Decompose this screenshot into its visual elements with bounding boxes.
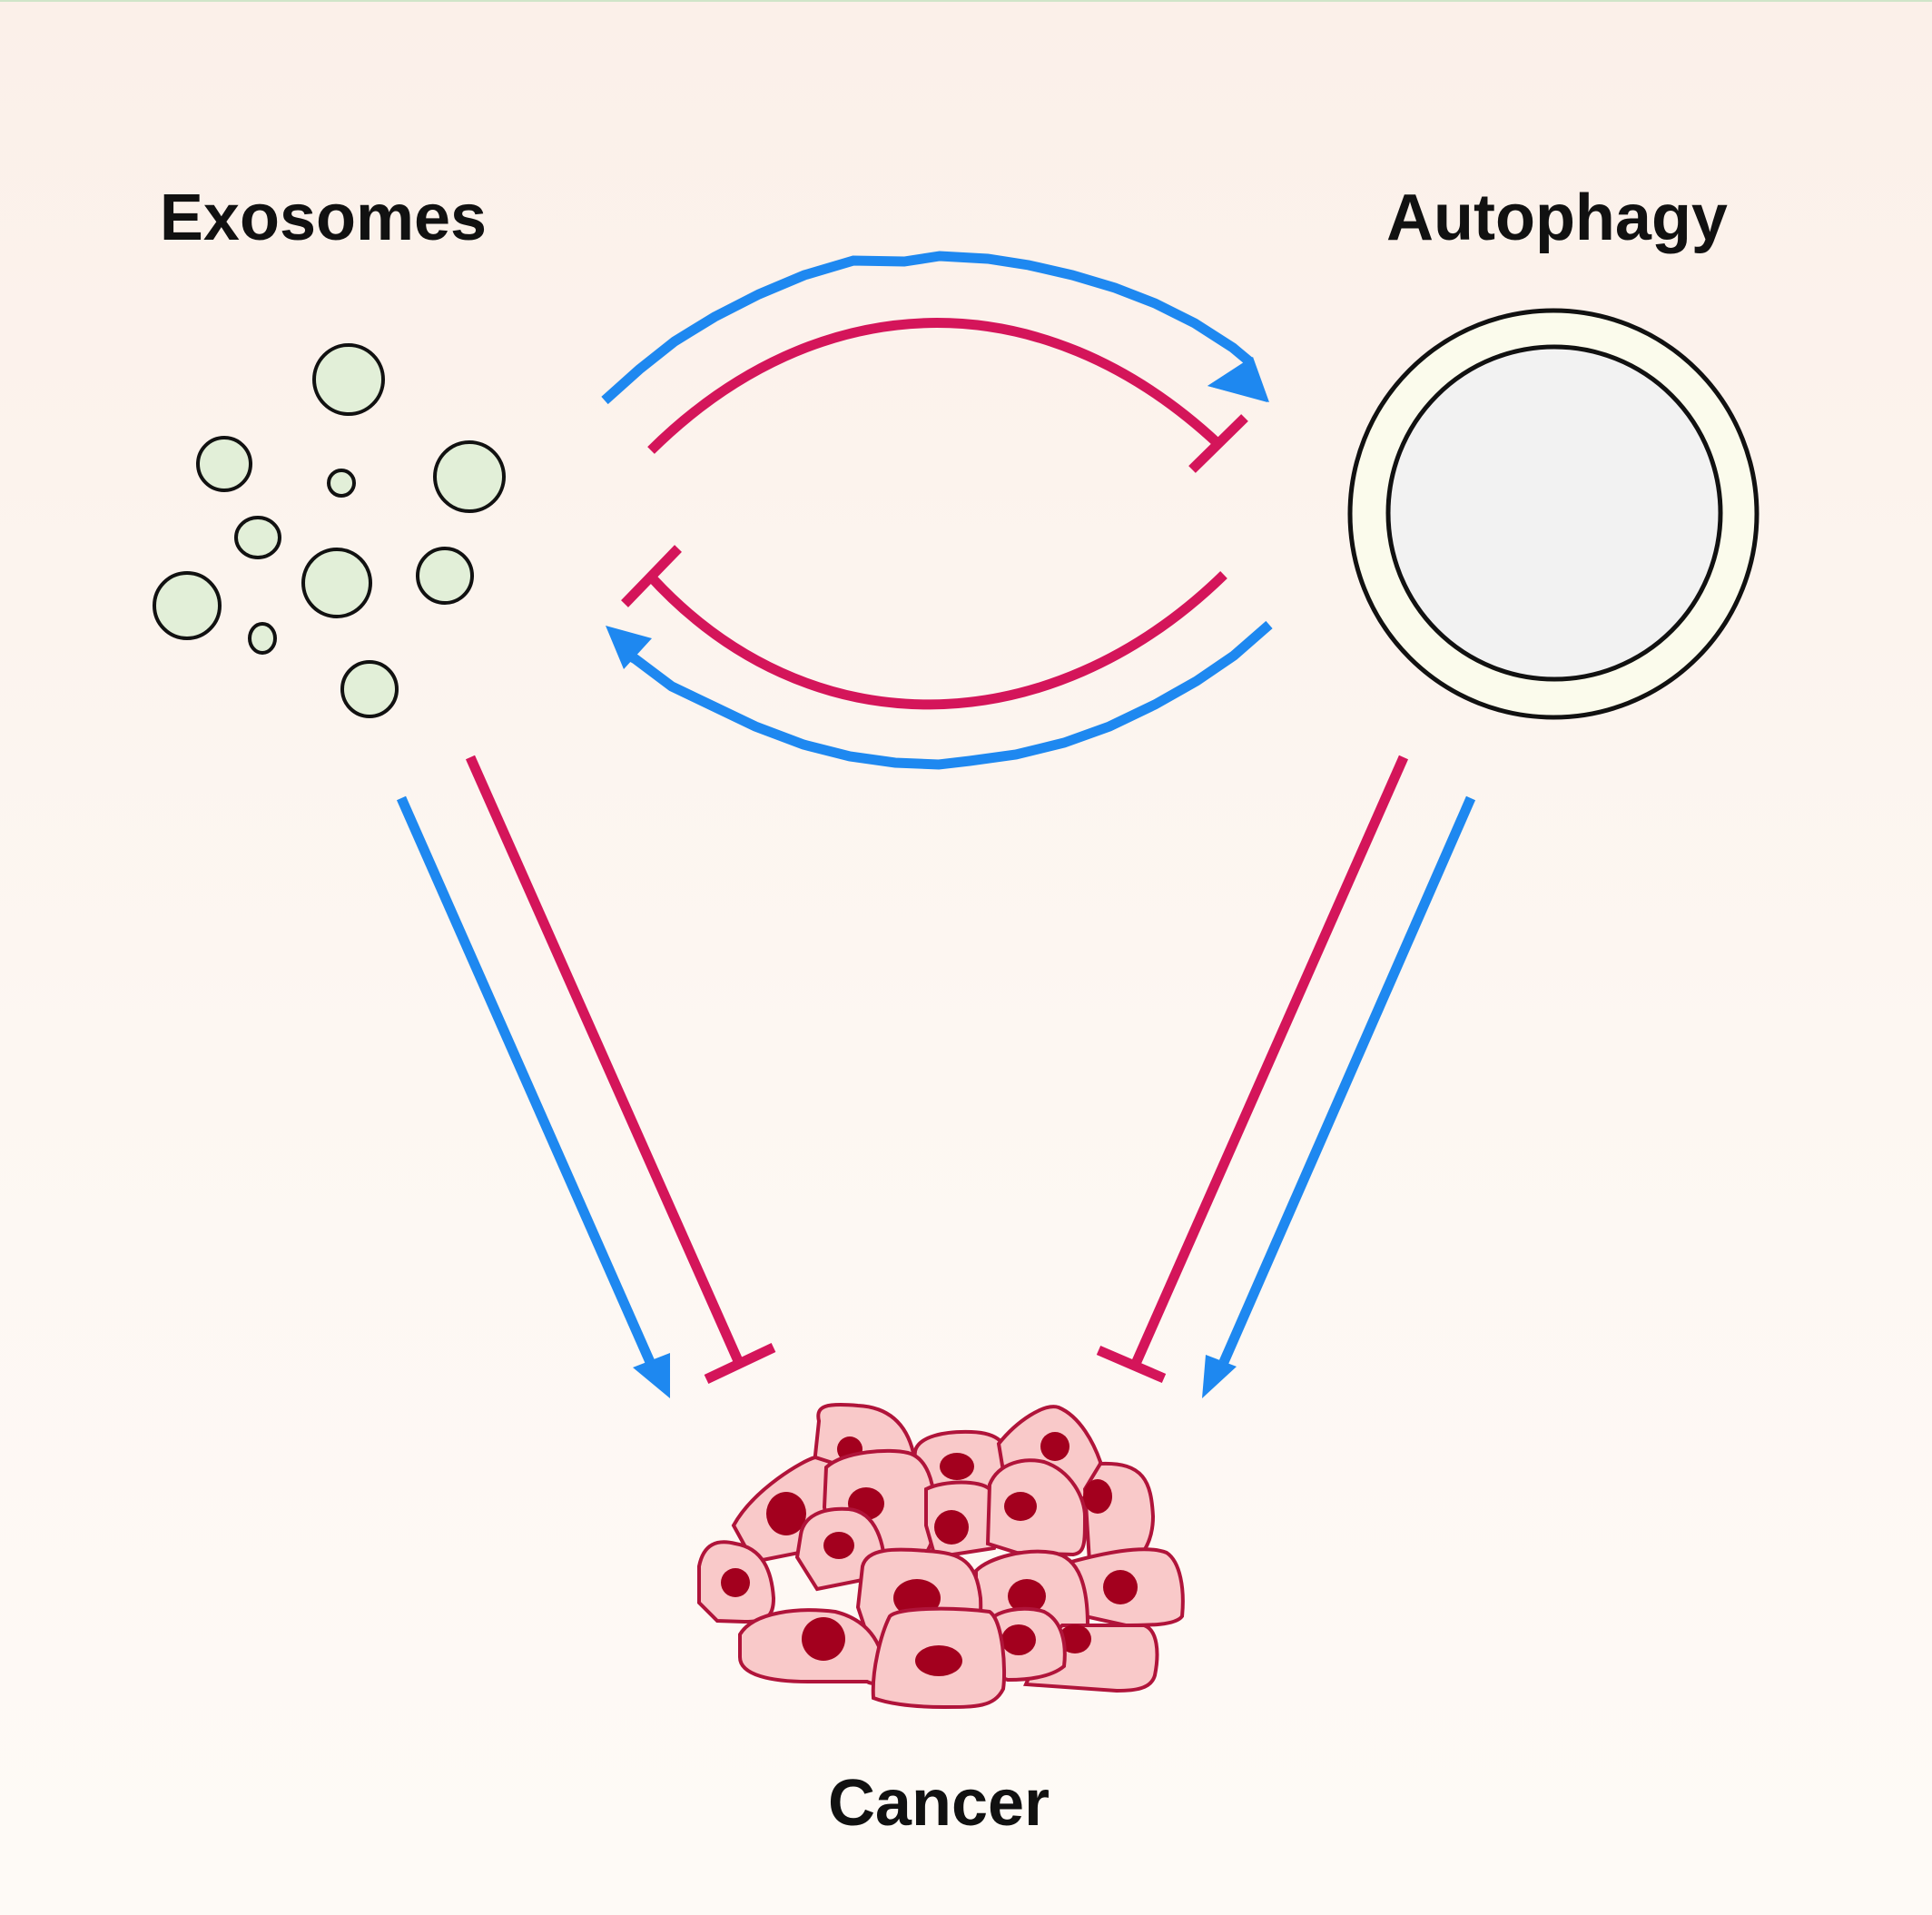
cell-nucleus xyxy=(1083,1479,1112,1514)
vesicle xyxy=(340,660,399,718)
cell-nucleus xyxy=(823,1532,854,1559)
vesicle xyxy=(433,440,506,513)
cell-nucleus xyxy=(802,1617,845,1661)
cell-nucleus xyxy=(940,1453,974,1480)
autophagy-label: Autophagy xyxy=(1386,182,1728,254)
cell-nucleus xyxy=(1004,1492,1037,1521)
vesicle xyxy=(153,571,222,640)
vesicle xyxy=(234,516,281,559)
autophagosome-inner-membrane xyxy=(1385,344,1723,682)
exosomes-inhibit-cancer-bar xyxy=(465,755,776,1384)
cell-nucleus xyxy=(766,1492,806,1535)
vesicle xyxy=(196,436,252,492)
exosomes-promote-cancer-arrow xyxy=(396,795,670,1398)
top-border xyxy=(0,0,1932,2)
cell-nucleus xyxy=(915,1645,962,1676)
cell-nucleus xyxy=(1001,1624,1036,1655)
arrowhead xyxy=(1202,1355,1237,1398)
cell-nucleus xyxy=(1040,1432,1070,1461)
autophagy-inhibit-exosomes-bar xyxy=(621,545,1227,710)
cell-nucleus xyxy=(934,1510,969,1545)
vesicle xyxy=(416,547,474,605)
vesicle xyxy=(327,469,356,498)
autophagosome xyxy=(1347,308,1760,720)
arrowhead xyxy=(633,1353,670,1398)
vesicle xyxy=(248,622,277,655)
exosomes-inhibit-autophagy-bar xyxy=(647,318,1248,473)
exosomes-promote-autophagy-arrow xyxy=(601,251,1269,405)
vesicle xyxy=(301,548,372,618)
cell-nucleus xyxy=(1059,1624,1091,1653)
exosomes-label: Exosomes xyxy=(159,182,488,254)
arrowhead xyxy=(606,626,652,669)
cell-nucleus xyxy=(721,1568,750,1597)
autophagy-inhibit-cancer-bar xyxy=(1096,755,1409,1384)
cancer-cell-cluster xyxy=(697,1402,1185,1710)
autophagy-promote-exosomes-arrow xyxy=(606,620,1273,770)
autophagy-promote-cancer-arrow xyxy=(1202,795,1476,1398)
cancer-label: Cancer xyxy=(827,1767,1050,1840)
exosome-vesicles xyxy=(153,343,506,718)
vesicle xyxy=(312,343,385,416)
cell-nucleus xyxy=(1103,1570,1138,1604)
cell-nucleus xyxy=(1008,1579,1046,1614)
